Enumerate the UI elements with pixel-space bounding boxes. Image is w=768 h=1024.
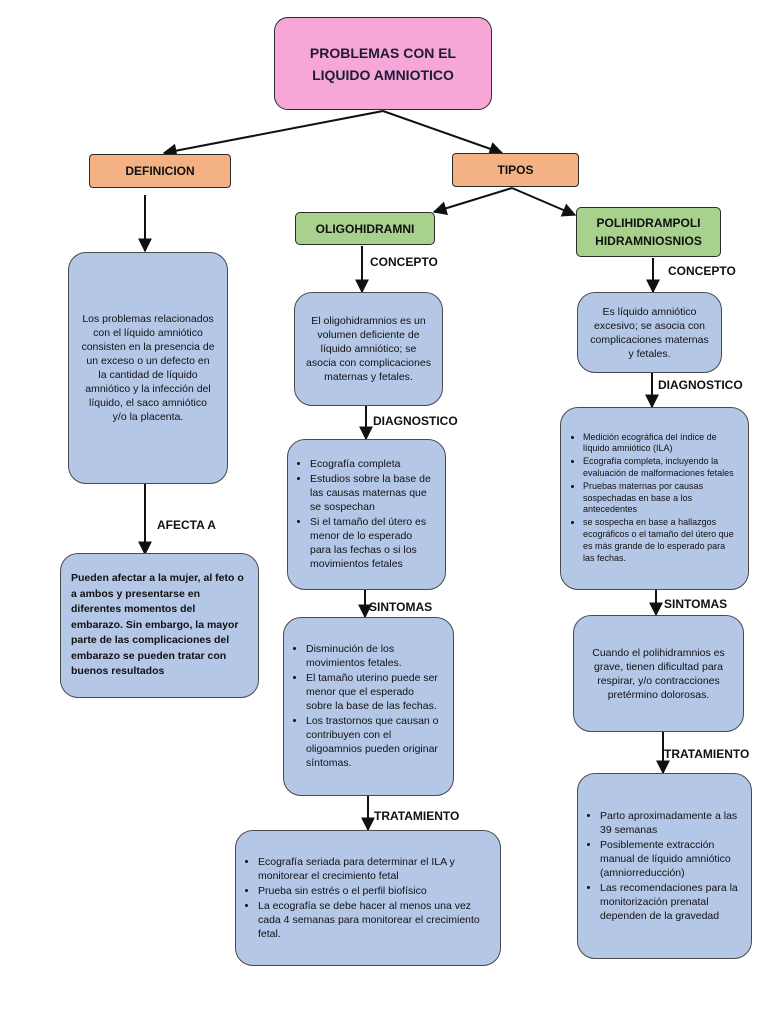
- list-item: Posiblemente extracción manual de líquid…: [600, 838, 741, 880]
- definicion-text-box: Los problemas relacionados con el líquid…: [68, 252, 228, 484]
- poli-tratamiento-list: Parto aproximadamente a las 39 semanas P…: [586, 809, 741, 924]
- oligo-diagnostico-list: Ecografía completa Estudios sobre la bas…: [296, 457, 435, 572]
- oligo-sintomas-list: Disminución de los movimientos fetales. …: [292, 642, 443, 771]
- oligo-concepto-text: El oligohidramnios es un volumen deficie…: [306, 315, 431, 383]
- list-item: La ecografía se debe hacer al menos una …: [258, 899, 488, 941]
- list-item: Disminución de los movimientos fetales.: [306, 642, 443, 670]
- poli-sintomas-label: SINTOMAS: [664, 597, 728, 611]
- poli-tratamiento-box: Parto aproximadamente a las 39 semanas P…: [577, 773, 752, 959]
- oligo-concepto-label: CONCEPTO: [370, 255, 438, 269]
- afecta-label: AFECTA A: [157, 518, 216, 532]
- main-title: PROBLEMAS CON EL LIQUIDO AMNIOTICO: [309, 44, 457, 83]
- poli-diagnostico-box: Medición ecográfica del índice de líquid…: [560, 407, 749, 590]
- list-item: Medición ecográfica del índice de líquid…: [583, 432, 736, 456]
- oligo-tratamiento-box: Ecografía seriada para determinar el ILA…: [235, 830, 501, 966]
- list-item: Pruebas maternas por causas sospechadas …: [583, 481, 736, 516]
- definicion-label: DEFINICION: [125, 164, 195, 178]
- poli-label-line1: POLIHIDRAMPOLI: [596, 216, 701, 230]
- list-item: Ecografía completa, incluyendo la evalua…: [583, 456, 736, 480]
- main-title-node: PROBLEMAS CON EL LIQUIDO AMNIOTICO: [274, 17, 492, 110]
- oligo-sintomas-box: Disminución de los movimientos fetales. …: [283, 617, 454, 796]
- poli-node: POLIHIDRAMPOLI HIDRAMNIOSNIOS: [576, 207, 721, 257]
- definicion-node: DEFINICION: [89, 154, 231, 188]
- tipos-label: TIPOS: [497, 163, 534, 177]
- poli-label-line2: HIDRAMNIOSNIOS: [595, 234, 702, 248]
- list-item: Ecografía seriada para determinar el ILA…: [258, 855, 488, 883]
- oligo-sintomas-label: SINTOMAS: [369, 600, 433, 614]
- oligo-label: OLIGOHIDRAMNI: [315, 221, 415, 236]
- poli-diagnostico-list: Medición ecográfica del índice de líquid…: [569, 432, 736, 566]
- oligo-tratamiento-list: Ecografía seriada para determinar el ILA…: [244, 855, 488, 942]
- poli-concepto-label: CONCEPTO: [668, 264, 736, 278]
- list-item: Las recomendaciones para la monitorizaci…: [600, 881, 741, 923]
- list-item: Prueba sin estrés o el perfil biofísico: [258, 884, 488, 898]
- definicion-text: Los problemas relacionados con el líquid…: [81, 313, 215, 423]
- oligo-diagnostico-box: Ecografía completa Estudios sobre la bas…: [287, 439, 446, 590]
- arrow-tipos-poli: [511, 187, 577, 217]
- poli-sintomas-box: Cuando el polihidramnios es grave, tiene…: [573, 615, 744, 732]
- list-item: Si el tamaño del útero es menor de lo es…: [310, 515, 435, 571]
- poli-tratamiento-label: TRATAMIENTO: [664, 747, 750, 761]
- arrow-title-definicion: [162, 110, 384, 158]
- arrow-title-tipos: [382, 110, 504, 156]
- oligo-node: OLIGOHIDRAMNI: [295, 212, 435, 245]
- oligo-concepto-box: El oligohidramnios es un volumen deficie…: [294, 292, 443, 406]
- oligo-tratamiento-label: TRATAMIENTO: [374, 809, 460, 823]
- list-item: El tamaño uterino puede ser menor que el…: [306, 671, 443, 713]
- afecta-text-box: Pueden afectar a la mujer, al feto o a a…: [60, 553, 259, 698]
- afecta-text: Pueden afectar a la mujer, al feto o a a…: [71, 572, 244, 678]
- poli-concepto-text: Es líquido amniótico excesivo; se asocia…: [590, 305, 709, 360]
- list-item: Estudios sobre la base de las causas mat…: [310, 472, 435, 514]
- list-item: Los trastornos que causan o contribuyen …: [306, 714, 443, 770]
- poli-diagnostico-label: DIAGNOSTICO: [658, 378, 743, 392]
- list-item: Parto aproximadamente a las 39 semanas: [600, 809, 741, 837]
- list-item: se sospecha en base a hallazgos ecográfi…: [583, 517, 736, 564]
- poli-sintomas-text: Cuando el polihidramnios es grave, tiene…: [592, 646, 725, 701]
- arrow-tipos-oligo: [432, 187, 513, 215]
- oligo-diagnostico-label: DIAGNOSTICO: [373, 414, 458, 428]
- tipos-node: TIPOS: [452, 153, 579, 187]
- poli-concepto-box: Es líquido amniótico excesivo; se asocia…: [577, 292, 722, 373]
- list-item: Ecografía completa: [310, 457, 435, 471]
